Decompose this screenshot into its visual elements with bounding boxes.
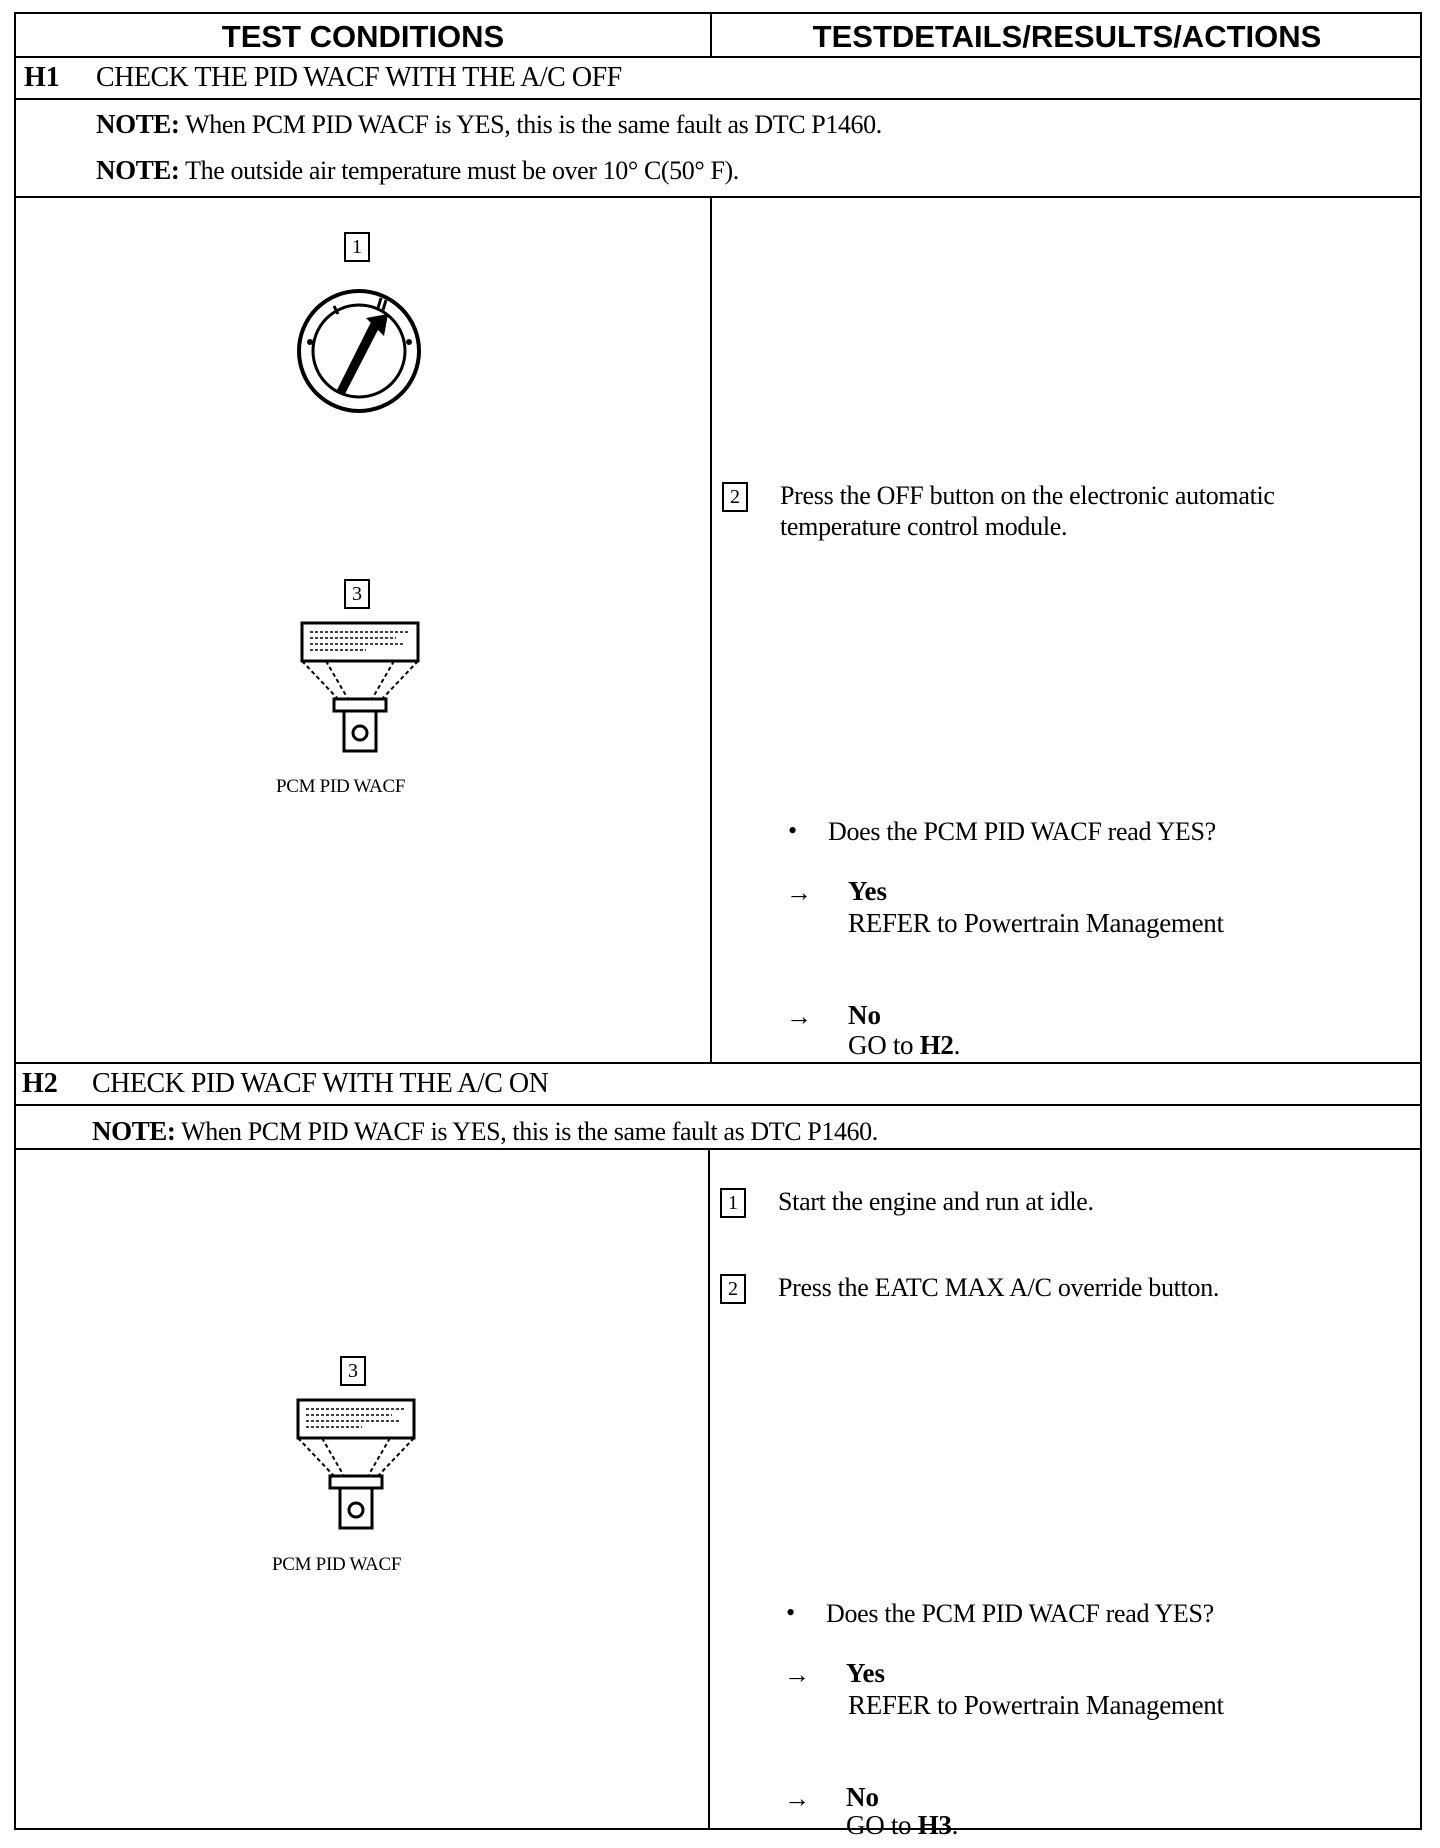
note-text: The outside air temperature must be over… bbox=[179, 156, 739, 185]
note-label: NOTE: bbox=[96, 109, 180, 139]
figure-caption: PCM PID WACF bbox=[272, 1554, 402, 1575]
step-title-h1: CHECK THE PID WACF WITH THE A/C OFF bbox=[96, 62, 622, 93]
question: Does the PCM PID WACF read YES? bbox=[826, 1599, 1214, 1628]
column-header-test-details: TESTDETAILS/RESULTS/ACTIONS bbox=[812, 19, 1322, 54]
ignition-switch-icon bbox=[297, 289, 421, 413]
note-h1-2: NOTE: The outside air temperature must b… bbox=[96, 155, 739, 186]
figure-number-box: 3 bbox=[344, 579, 370, 609]
answer-no-label: No bbox=[848, 1000, 881, 1030]
arrow-icon: → bbox=[786, 878, 812, 907]
step-number-box: 2 bbox=[722, 482, 748, 512]
bullet: • bbox=[788, 816, 798, 845]
answer-no-text: GO to H3. bbox=[846, 1810, 959, 1840]
question: Does the PCM PID WACF read YES? bbox=[828, 817, 1216, 846]
step-instruction: Start the engine and run at idle. bbox=[778, 1187, 1094, 1216]
note-label: NOTE: bbox=[96, 155, 180, 185]
note-text: When PCM PID WACF is YES, this is the sa… bbox=[175, 1117, 878, 1146]
column-header-test-conditions: TEST CONDITIONS bbox=[221, 19, 505, 54]
note-h2: NOTE: When PCM PID WACF is YES, this is … bbox=[92, 1116, 878, 1147]
figure-number-box: 1 bbox=[344, 232, 370, 262]
answer-yes-label: Yes bbox=[846, 1658, 885, 1688]
rule bbox=[16, 56, 1420, 58]
goto-link[interactable]: H3 bbox=[917, 1810, 952, 1840]
step-instruction: Press the EATC MAX A/C override button. bbox=[778, 1273, 1220, 1302]
scan-tool-icon bbox=[296, 1398, 416, 1530]
answer-yes-text: REFER to Powertrain Management bbox=[848, 908, 1224, 938]
figure-number-box: 3 bbox=[340, 1356, 366, 1386]
note-h1-1: NOTE: When PCM PID WACF is YES, this is … bbox=[96, 109, 882, 140]
answer-yes-label: Yes bbox=[848, 876, 887, 906]
answer-no-label: No bbox=[846, 1782, 879, 1812]
step-instruction: Press the OFF button on the electronic a… bbox=[780, 481, 1275, 541]
arrow-icon: → bbox=[786, 1002, 812, 1031]
bullet: • bbox=[786, 1598, 796, 1627]
step-number-box: 2 bbox=[720, 1274, 746, 1304]
note-label: NOTE: bbox=[92, 1116, 176, 1146]
step-id-h2: H2 bbox=[22, 1068, 58, 1099]
step-id-h1: H1 bbox=[24, 62, 60, 93]
rule bbox=[16, 98, 1420, 100]
rule bbox=[16, 196, 1420, 198]
note-text: When PCM PID WACF is YES, this is the sa… bbox=[179, 110, 882, 139]
step-number-box: 1 bbox=[720, 1188, 746, 1218]
arrow-icon: → bbox=[784, 1660, 810, 1689]
header-divider bbox=[710, 14, 712, 56]
step-title-h2: CHECK PID WACF WITH THE A/C ON bbox=[92, 1068, 549, 1099]
answer-yes-text: REFER to Powertrain Management bbox=[848, 1690, 1224, 1720]
scan-tool-icon bbox=[300, 621, 420, 753]
goto-link[interactable]: H2 bbox=[919, 1030, 954, 1060]
rule bbox=[16, 1104, 1420, 1106]
diagnostic-test-table: TEST CONDITIONS TESTDETAILS/RESULTS/ACTI… bbox=[14, 12, 1422, 1839]
column-divider bbox=[708, 1148, 710, 1830]
answer-no-text: GO to H2. bbox=[848, 1030, 961, 1060]
rule bbox=[16, 1062, 1420, 1064]
rule bbox=[16, 1148, 1420, 1150]
arrow-icon: → bbox=[784, 1784, 810, 1813]
column-divider bbox=[710, 196, 712, 1062]
figure-caption: PCM PID WACF bbox=[276, 776, 406, 797]
